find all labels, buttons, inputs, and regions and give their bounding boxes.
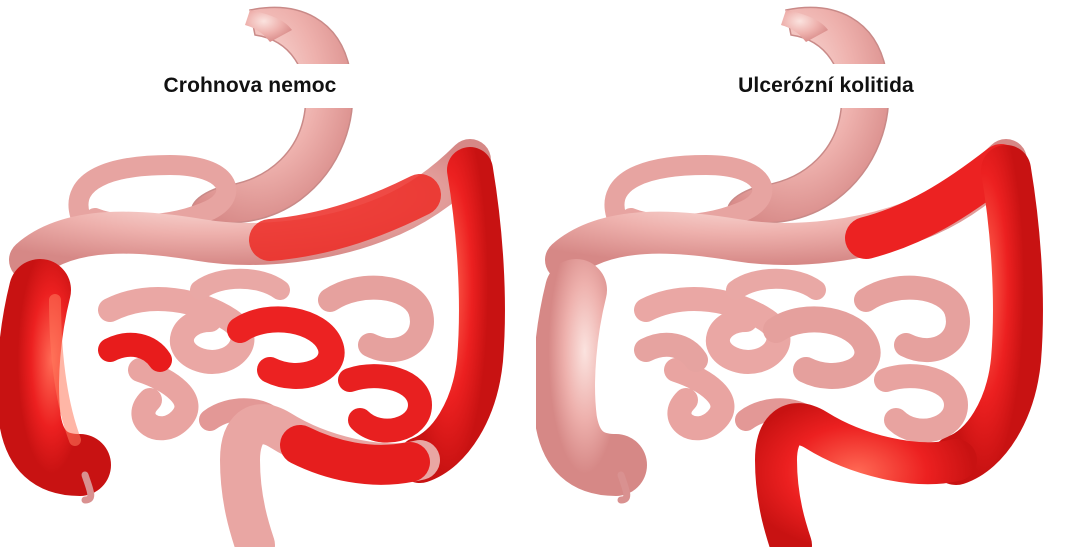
colitis-label: Ulcerózní kolitida xyxy=(686,64,966,108)
crohn-label-text: Crohnova nemoc xyxy=(164,74,337,98)
crohn-label: Crohnova nemoc xyxy=(120,64,380,108)
ascending-colon xyxy=(564,290,616,465)
colitis-panel: Ulcerózní kolitida xyxy=(536,0,1072,547)
appendix xyxy=(621,475,627,500)
crohn-panel: Crohnova nemoc xyxy=(0,0,536,547)
rectum xyxy=(776,424,956,545)
appendix xyxy=(85,475,91,500)
colitis-label-text: Ulcerózní kolitida xyxy=(738,74,914,98)
